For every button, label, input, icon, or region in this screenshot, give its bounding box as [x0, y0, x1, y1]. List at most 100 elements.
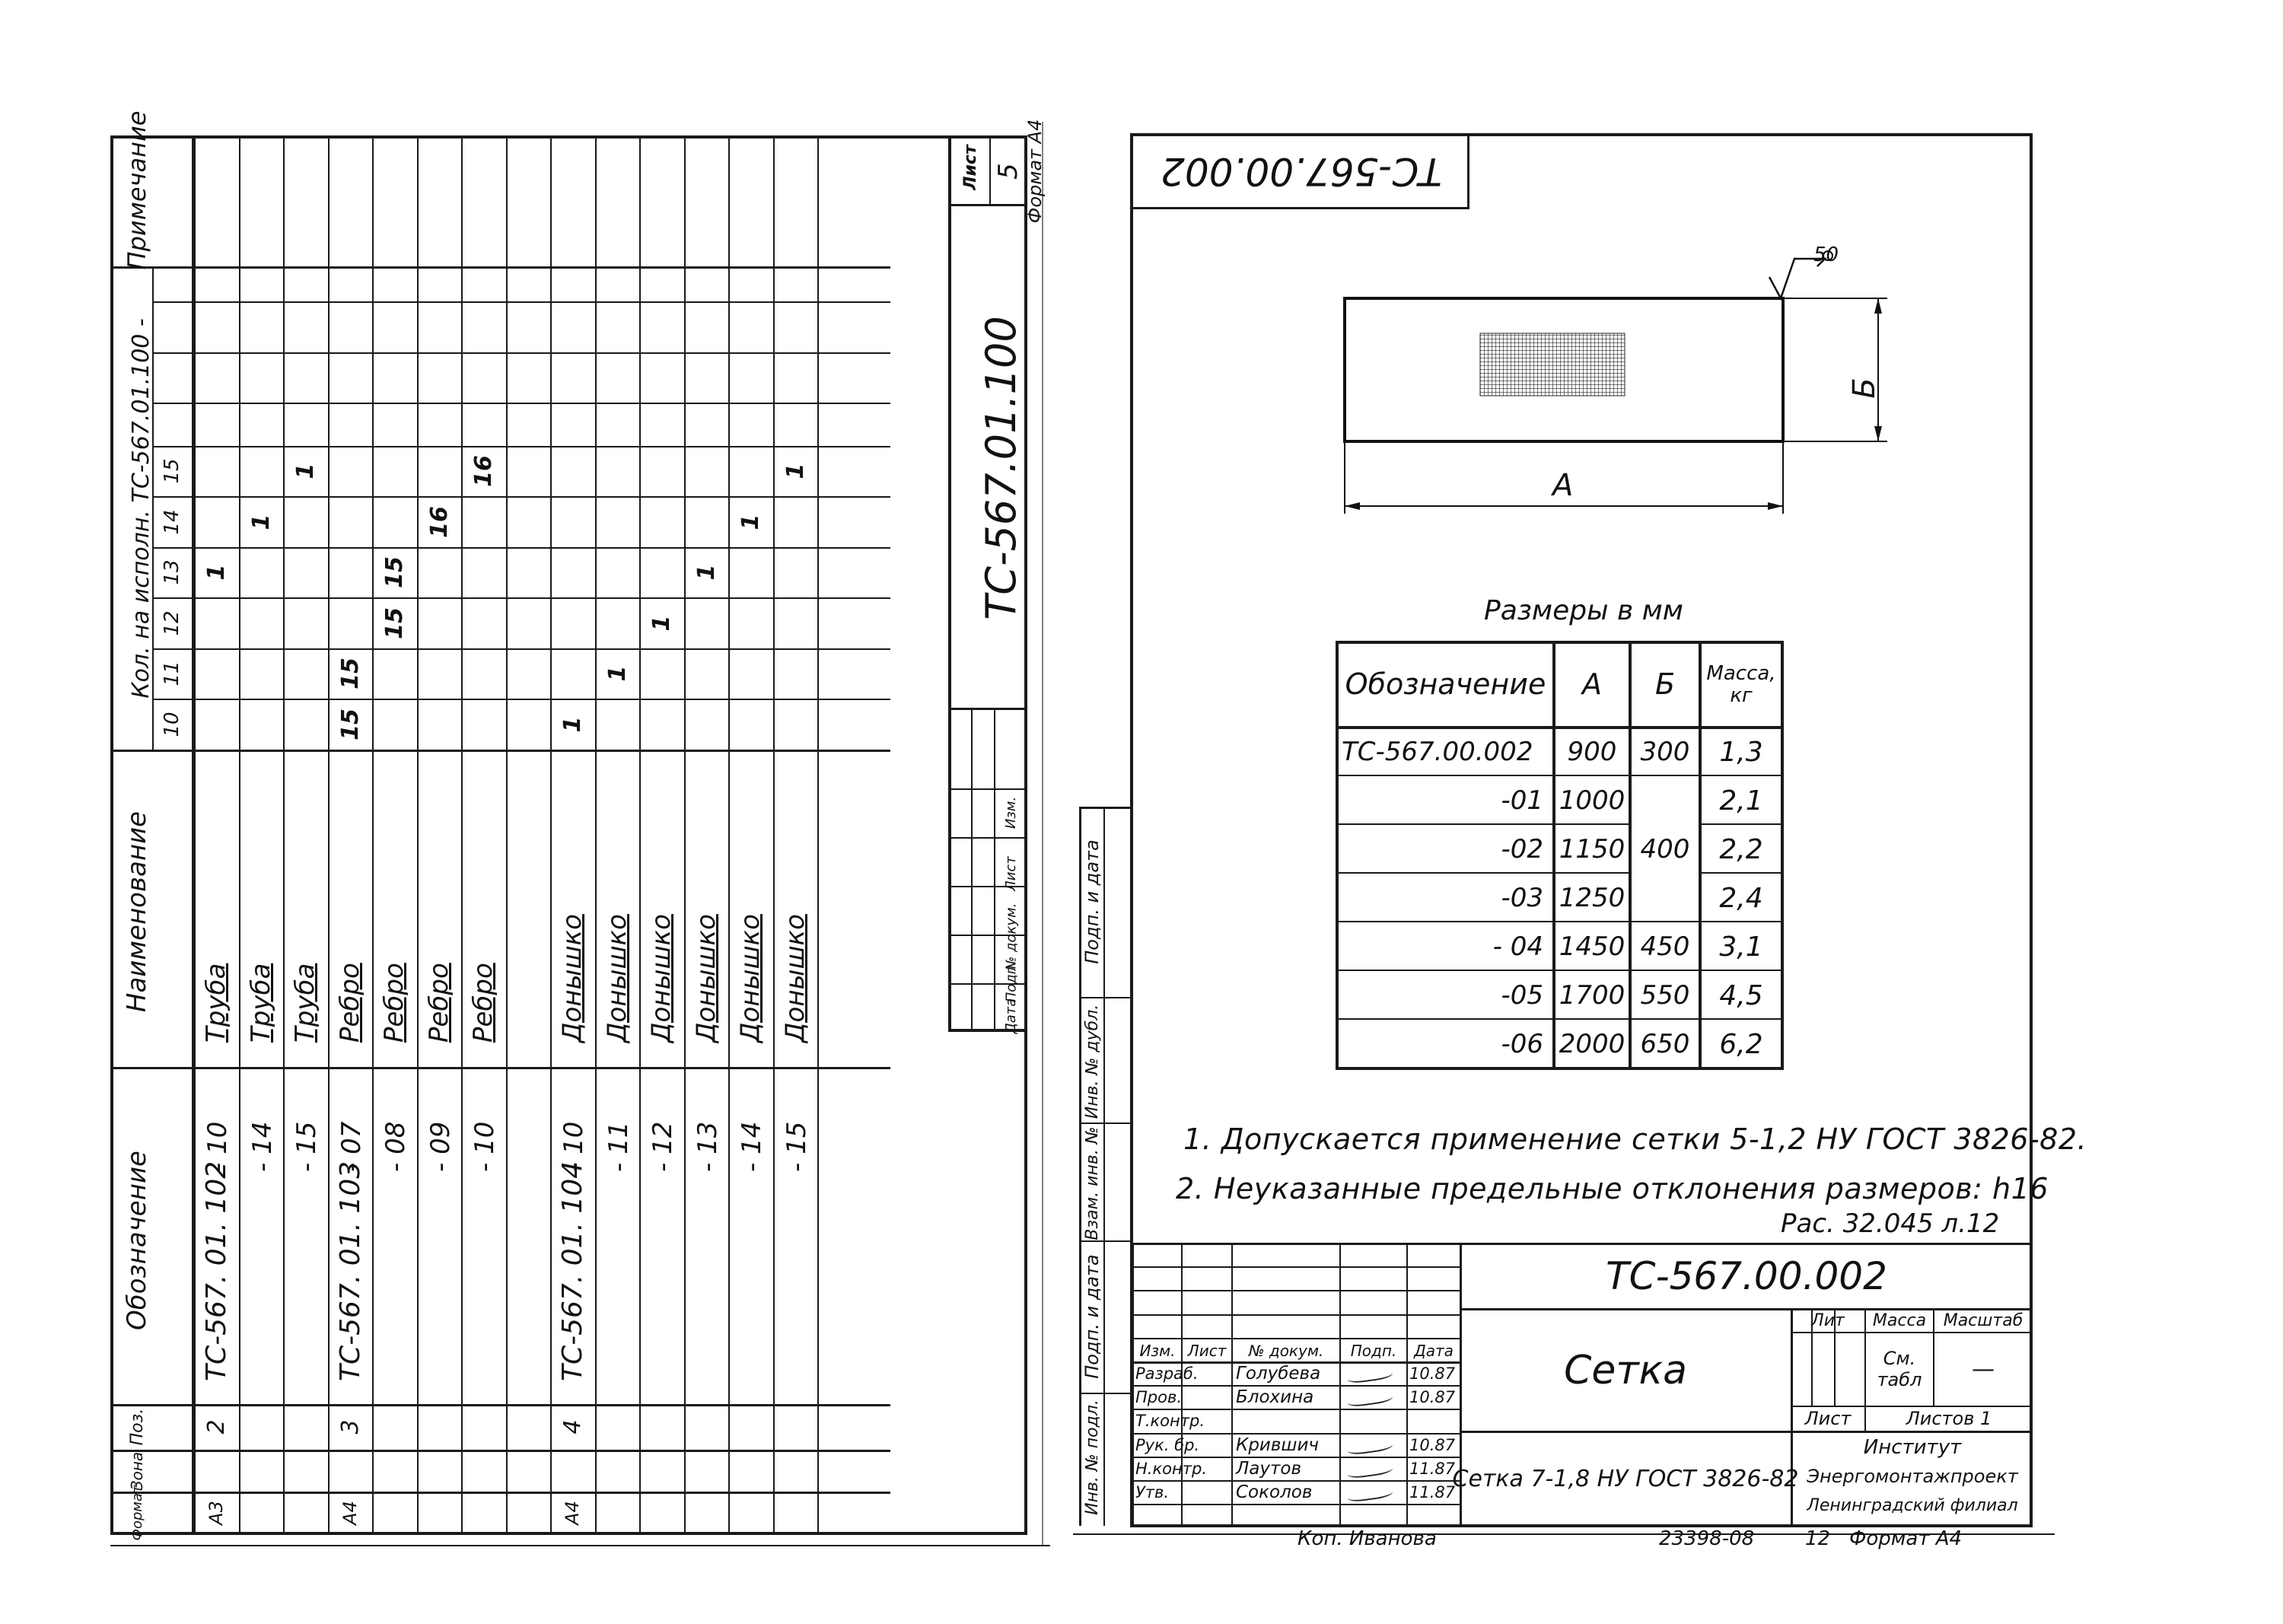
- tb-grid-line: [1339, 1243, 1341, 1526]
- table-b: 650: [1640, 1029, 1690, 1059]
- header-qty: Кол. на исполн. ТС-567.01.100 -: [127, 318, 154, 699]
- row-designation: ТС-567. 01. 104: [557, 1161, 589, 1381]
- row-name: Ребро: [379, 963, 410, 1043]
- table-line: [1629, 775, 1699, 776]
- tb-col-label: Лист: [1187, 1341, 1227, 1360]
- exec-col-number: 12: [161, 610, 183, 636]
- tb-grid-line: [1132, 1433, 1460, 1435]
- row-suffix: - 14: [247, 1121, 278, 1172]
- tb-signature: [1346, 1484, 1393, 1504]
- tb-date: 10.87: [1409, 1436, 1456, 1454]
- tb-sheet: Лист: [1804, 1408, 1852, 1429]
- tb-col-label: Дата: [1414, 1341, 1454, 1360]
- table-a: 1700: [1559, 980, 1625, 1011]
- table-header: Б: [1654, 667, 1676, 702]
- row-divider: [817, 135, 819, 1535]
- table-mass: 4,5: [1719, 979, 1763, 1011]
- exec-col-number: 14: [161, 509, 183, 535]
- stamp-divider: [994, 708, 995, 1032]
- stamp-label: Изм.: [1002, 796, 1019, 830]
- tb-grid-line: [1132, 1266, 1460, 1268]
- row-suffix: - 11: [603, 1121, 634, 1172]
- row-suffix: - 10: [202, 1121, 234, 1172]
- table-line: [1336, 641, 1784, 644]
- tb-org-1: Институт: [1863, 1436, 1962, 1459]
- row-format: А3: [205, 1501, 228, 1525]
- row-format: А4: [339, 1501, 361, 1525]
- row-divider: [595, 135, 597, 1535]
- table-line: [1699, 641, 1702, 1069]
- row-suffix: - 08: [380, 1121, 412, 1172]
- table-b: 400: [1640, 834, 1690, 865]
- tb-role: Н.контр.: [1135, 1460, 1207, 1478]
- tb-sheets: Листов 1: [1906, 1408, 1992, 1429]
- tb-org-3: Ленинградский филиал: [1807, 1495, 2018, 1515]
- tb-role: Утв.: [1135, 1483, 1170, 1501]
- stamp-divider: [948, 935, 1027, 936]
- tb-grid-line: [1132, 1504, 1460, 1505]
- tb-role: Рук. бр.: [1135, 1436, 1200, 1454]
- table-line: [1336, 872, 1629, 874]
- exec-divider: [152, 446, 890, 447]
- row-quantity: 15: [380, 556, 408, 589]
- exec-divider: [152, 496, 890, 498]
- tb-signature: [1346, 1437, 1393, 1457]
- table-caption: Размеры в мм: [1484, 595, 1683, 626]
- tb-signature: [1346, 1460, 1393, 1480]
- row-format: А4: [562, 1501, 584, 1525]
- footer-code: 23398-08: [1659, 1527, 1755, 1550]
- table-line: [1552, 641, 1555, 1069]
- tb-person-name: Крившич: [1236, 1435, 1320, 1455]
- table-mass: 2,2: [1719, 833, 1763, 865]
- note-1: 1. Допускается применение сетки 5-1,2 НУ…: [1183, 1122, 2087, 1156]
- row-name: Труба: [245, 963, 276, 1043]
- row-divider: [728, 135, 730, 1535]
- row-quantity: 1: [782, 463, 809, 479]
- header-pos: Поз.: [127, 1408, 147, 1446]
- table-a: 1450: [1559, 931, 1625, 962]
- row-suffix: - 09: [425, 1121, 456, 1172]
- tb-col-label: Изм.: [1139, 1341, 1176, 1360]
- tb-grid-line: [1132, 1290, 1460, 1291]
- row-name: Труба: [201, 963, 232, 1043]
- row-quantity: 15: [336, 658, 364, 690]
- table-line: [1336, 823, 1629, 825]
- row-name: Донышко: [735, 914, 766, 1043]
- row-quantity: 1: [559, 716, 586, 733]
- side-stamp-4: Подп. и дата: [1081, 1254, 1103, 1379]
- table-designation: -06: [1501, 1029, 1543, 1059]
- footer-copied: Коп. Иванова: [1298, 1527, 1437, 1550]
- stamp-divider: [948, 837, 1027, 839]
- row-quantity: 1: [603, 665, 631, 682]
- table-b: 550: [1640, 980, 1690, 1011]
- tb-date: 10.87: [1409, 1364, 1456, 1383]
- tb-grid-line: [1132, 1480, 1460, 1482]
- table-line: [1336, 726, 1784, 729]
- row-designation: ТС-567. 01. 102: [201, 1161, 233, 1381]
- side-stamp-3: Взам. инв. №: [1082, 1126, 1102, 1240]
- row-position: 2: [202, 1419, 230, 1435]
- row-quantity: 1: [247, 514, 275, 530]
- left-sheet-label: Лист: [960, 145, 980, 190]
- table-designation: ТС-567.00.002: [1342, 737, 1533, 767]
- tb-signature: [1346, 1389, 1393, 1409]
- header-note: Примечание: [123, 110, 151, 270]
- tb-grid-line: [1460, 1243, 1461, 1526]
- roughness-value: 50: [1813, 244, 1839, 266]
- tb-role: Разраб.: [1135, 1364, 1199, 1383]
- stamp-label: № докум.: [1002, 903, 1019, 970]
- table-mass: 2,1: [1719, 785, 1763, 817]
- footer-format: Формат А4: [1849, 1527, 1963, 1550]
- left-sheet-number: 5: [993, 163, 1024, 180]
- table-a: 1000: [1559, 785, 1625, 816]
- dimension-a-label: А: [1552, 468, 1574, 503]
- table-a: 2000: [1559, 1029, 1625, 1059]
- tb-grid-line: [1132, 1243, 1134, 1526]
- table-a: 1250: [1559, 883, 1625, 913]
- top-doc-number: ТС-567.00.002: [1161, 149, 1442, 193]
- stamp-divider: [948, 886, 1027, 887]
- row-divider: [417, 135, 419, 1535]
- tb-grid-line: [1406, 1243, 1408, 1526]
- left-doc-number: ТС-567.01.100: [976, 316, 1025, 620]
- table-line: [1629, 641, 1632, 1069]
